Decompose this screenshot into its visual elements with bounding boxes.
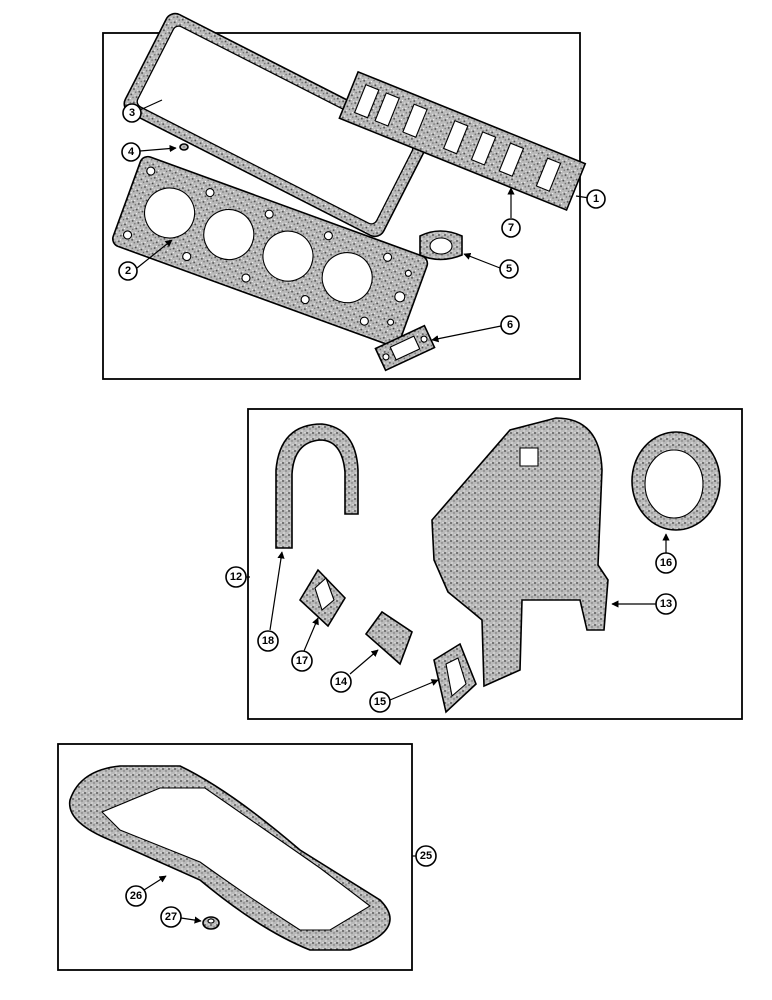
- rocker-cover-gasket: [123, 12, 427, 238]
- svg-text:25: 25: [420, 850, 432, 862]
- callout-26: 26: [125, 885, 147, 907]
- svg-text:15: 15: [374, 696, 386, 708]
- callout-16: 16: [655, 552, 677, 574]
- middle-gasket-set-panel: 12 13 14 15 16 17 18: [225, 408, 743, 720]
- cover-plate-gasket: [364, 610, 413, 666]
- callout-6: 6: [500, 315, 520, 335]
- callout-13: 13: [655, 593, 677, 615]
- svg-text:4: 4: [128, 146, 135, 158]
- leader-6: [431, 325, 502, 343]
- svg-text:5: 5: [506, 263, 512, 275]
- svg-text:17: 17: [296, 655, 308, 667]
- leader-5: [463, 252, 501, 269]
- svg-text:7: 7: [508, 222, 514, 234]
- leader-14: [349, 649, 379, 675]
- callout-17: 17: [291, 650, 313, 672]
- svg-text:3: 3: [129, 107, 135, 119]
- svg-text:18: 18: [262, 635, 274, 647]
- cylinder-head-gasket: [111, 155, 429, 347]
- svg-text:16: 16: [660, 557, 672, 569]
- leader-4: [139, 144, 177, 153]
- svg-text:6: 6: [507, 319, 513, 331]
- middle-panel-frame: [247, 408, 743, 720]
- leader-2: [136, 239, 173, 269]
- callout-25: 25: [415, 845, 437, 867]
- svg-text:2: 2: [125, 265, 131, 277]
- callout-15: 15: [369, 691, 391, 713]
- svg-text:27: 27: [165, 911, 177, 923]
- callout-14: 14: [330, 671, 352, 693]
- callout-5: 5: [499, 259, 519, 279]
- callout-18: 18: [257, 630, 279, 652]
- callout-2: 2: [118, 261, 138, 281]
- flange-gasket-5: [419, 230, 463, 261]
- svg-text:26: 26: [130, 890, 142, 902]
- svg-text:12: 12: [230, 571, 242, 583]
- svg-text:13: 13: [660, 598, 672, 610]
- lower-gasket-set-panel: 25 26 27: [57, 743, 437, 971]
- callout-27: 27: [160, 906, 182, 928]
- callout-12: 12: [225, 566, 247, 588]
- upper-panel-frame: [102, 32, 581, 380]
- lower-panel-frame: [57, 743, 413, 971]
- leader-17: [303, 617, 319, 652]
- leader-26: [143, 875, 167, 891]
- o-ring-part: [179, 143, 189, 151]
- callout-7: 7: [501, 218, 521, 238]
- leader-18: [269, 551, 285, 631]
- svg-text:1: 1: [593, 193, 599, 205]
- drain-plug-seal: [202, 916, 220, 930]
- leader-3: [139, 99, 163, 111]
- upper-gasket-set-panel: 1 2 3 4 5 6 7: [102, 12, 606, 380]
- callout-3: 3: [122, 103, 142, 123]
- oil-seal-ring: [631, 431, 721, 531]
- timing-cover-gasket: [431, 417, 609, 688]
- manifold-gasket: [338, 70, 587, 212]
- leader-15: [389, 679, 439, 701]
- callout-1: 1: [586, 189, 606, 209]
- oil-pan-gasket: [68, 765, 391, 951]
- flange-gasket-6: [374, 324, 436, 372]
- callout-4: 4: [121, 142, 141, 162]
- rear-seal-retainer-gasket: [275, 423, 359, 549]
- leader-27: [180, 916, 202, 924]
- svg-text:14: 14: [335, 676, 348, 688]
